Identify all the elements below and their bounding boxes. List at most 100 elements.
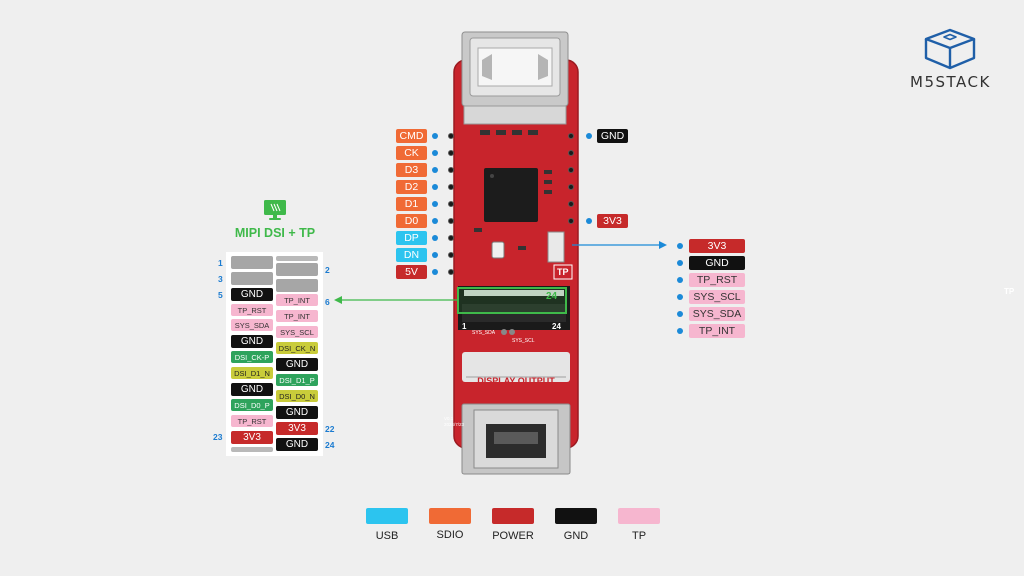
left-pin-dot	[432, 269, 438, 275]
silk-sys-scl: SYS_SCL	[512, 338, 535, 344]
legend-swatch-usb	[366, 508, 408, 524]
tp-pin-dot	[677, 311, 683, 317]
3v3-pin-dot	[586, 218, 592, 224]
header-pin	[568, 184, 574, 190]
board: TP 1 24 SYS_SDA SYS_SCL DISPLAY OUTPUT V…	[444, 20, 1014, 476]
mipi-pin-left-3: GND	[231, 288, 273, 301]
fpc-overlay-num: 24	[546, 291, 558, 302]
left-pin-label-d1: D1	[396, 197, 427, 211]
header-pin	[448, 133, 454, 139]
left-pin-label-dn: DN	[396, 248, 427, 262]
cube-logo-icon	[924, 28, 976, 70]
header-pin	[448, 269, 454, 275]
header-pin	[568, 218, 574, 224]
header-pin	[568, 201, 574, 207]
header-pin	[448, 150, 454, 156]
tp-connector-silk: TP	[557, 267, 569, 277]
left-pin-dot	[432, 201, 438, 207]
legend-label-gnd: GND	[563, 530, 589, 542]
tp-arrowhead	[659, 241, 667, 249]
mipi-pin-right-9: DSI_D1_P	[276, 374, 318, 386]
mipi-pin-right-12: 3V3	[276, 422, 318, 435]
legend-swatch-sdio	[429, 508, 471, 524]
mipi-pin-left-7: DSI_CK-P	[231, 351, 273, 363]
mipi-pin-left-4: TP_RST	[231, 304, 273, 316]
tp-pin-label: TP_RST	[689, 273, 745, 287]
tp-pin-dot	[677, 277, 683, 283]
mipi-pin-right-5: TP_INT	[276, 310, 318, 322]
fpc-pin1-label: 1	[462, 322, 467, 331]
tp-pin-label: SYS_SDA	[689, 307, 745, 321]
mipi-pin-right-2	[276, 263, 318, 276]
gnd-pin-dot	[586, 133, 592, 139]
header-pin	[448, 167, 454, 173]
left-pin-dot	[432, 133, 438, 139]
header-pin	[568, 167, 574, 173]
m5stack-logo: M5STACK	[904, 26, 1004, 96]
left-pin-dot	[432, 235, 438, 241]
left-pin-label-5v: 5V	[396, 265, 427, 279]
left-pin-dot	[432, 167, 438, 173]
monitor-icon	[262, 198, 288, 222]
mipi-pin-left-12: 3V3	[231, 431, 273, 444]
header-pin	[568, 150, 574, 156]
header-pin	[448, 201, 454, 207]
left-pin-dot	[432, 218, 438, 224]
legend-label-tp: TP	[631, 530, 647, 542]
legend-swatch-gnd	[555, 508, 597, 524]
mipi-pin-left-11: TP_RST	[231, 415, 273, 427]
left-pin-label-d2: D2	[396, 180, 427, 194]
pin-number-6: 6	[325, 297, 330, 307]
left-pin-label-ck: CK	[396, 146, 427, 160]
pin-number-24: 24	[325, 440, 335, 450]
mipi-pin-right-10: DSI_D0_N	[276, 390, 318, 402]
mipi-pin-right-13: GND	[276, 438, 318, 451]
legend-label-sdio: SDIO	[436, 529, 464, 541]
tp-pin-label: 3V3	[689, 239, 745, 253]
mipi-pin-right-11: GND	[276, 406, 318, 419]
left-pin-label-d0: D0	[396, 214, 427, 228]
header-pin	[448, 235, 454, 241]
header-pin	[448, 184, 454, 190]
left-pin-dot	[432, 252, 438, 258]
brand-name: M5STACK	[910, 73, 991, 91]
tp-pin-dot	[677, 294, 683, 300]
mipi-pin-right-1	[276, 256, 318, 261]
tp-pin-dot	[677, 243, 683, 249]
display-output-label: DISPLAY OUTPUT	[477, 376, 555, 386]
mipi-pin-right-8: GND	[276, 358, 318, 371]
legend-label-usb: USB	[375, 530, 399, 542]
pin-number-23: 23	[213, 432, 223, 442]
left-pin-label-cmd: CMD	[396, 129, 427, 143]
mipi-title: MIPI DSI + TP	[234, 226, 316, 240]
mipi-pin-right-4: TP_INT	[276, 294, 318, 306]
mipi-pin-left-8: DSI_D1_N	[231, 367, 273, 379]
legend-swatch-power	[492, 508, 534, 524]
header-pin	[448, 252, 454, 258]
legend-swatch-tp	[618, 508, 660, 524]
right-3v3-label: 3V3	[597, 214, 628, 228]
legend-label-power: POWER	[492, 530, 534, 542]
left-pin-dot	[432, 184, 438, 190]
tp-pin-label: GND	[689, 256, 745, 270]
fpc-pin24-label: 24	[552, 322, 561, 331]
fpc-highlight	[457, 287, 567, 314]
header-pin	[568, 133, 574, 139]
tp-silk-label: TP	[1004, 287, 1015, 296]
mipi-pin-right-6: SYS_SCL	[276, 326, 318, 338]
mipi-pin-right-3	[276, 279, 318, 292]
mipi-pin-right-7: DSI_CK_N	[276, 342, 318, 354]
mipi-pin-left-6: GND	[231, 335, 273, 348]
tp-pin-label: TP_INT	[689, 324, 745, 338]
tp-pin-dot	[677, 260, 683, 266]
pin-number-2: 2	[325, 265, 330, 275]
left-pin-label-dp: DP	[396, 231, 427, 245]
mipi-pin-left-5: SYS_SDA	[231, 319, 273, 331]
mipi-pin-left-10: DSI_D0_P	[231, 399, 273, 411]
mipi-pin-left-1	[231, 256, 273, 269]
silk-sys-sda: SYS_SDA	[472, 330, 496, 336]
board-version: V0.1 2024/7/23	[444, 416, 465, 427]
left-pin-label-d3: D3	[396, 163, 427, 177]
pin-number-22: 22	[325, 424, 335, 434]
